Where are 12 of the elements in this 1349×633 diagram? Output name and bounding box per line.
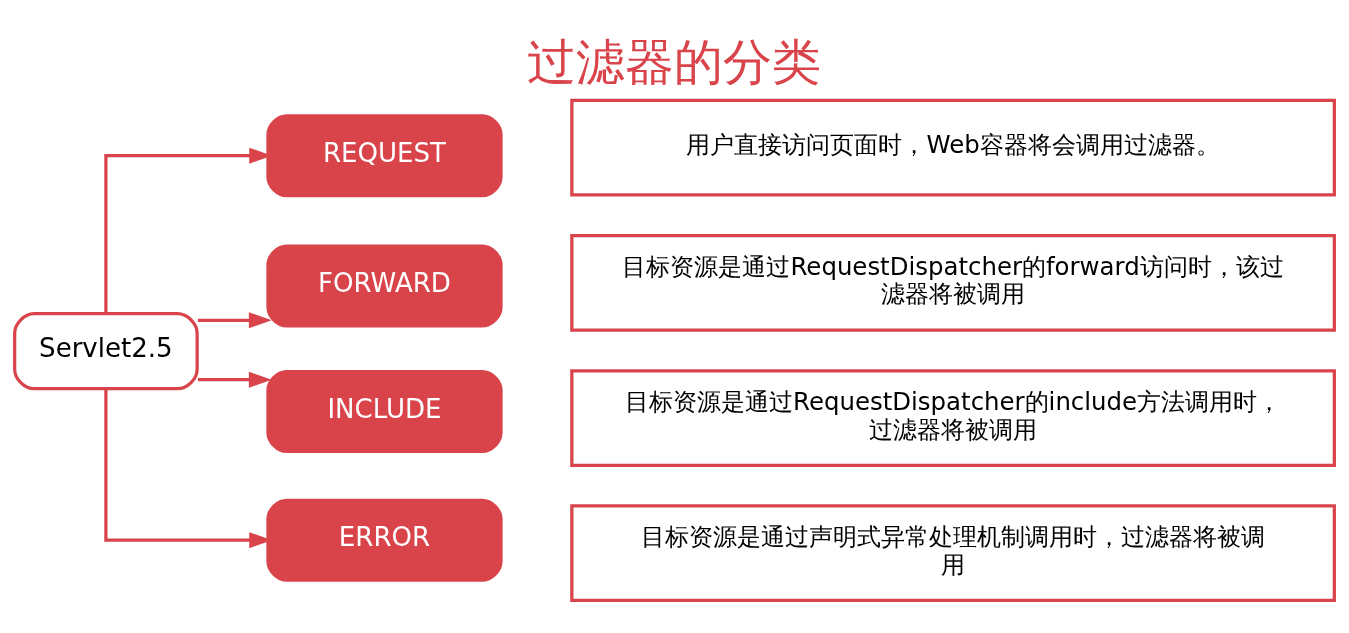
node-box: ERROR [266, 498, 503, 582]
arrow [197, 311, 272, 328]
node-box: 目标资源是通过RequestDispatcher的forward访问时，该过滤器将被调用 [570, 233, 1336, 332]
node-box: REQUEST [266, 113, 503, 197]
node-box: 目标资源是通过声明式异常处理机制调用时，过滤器将被调用 [570, 503, 1336, 602]
node-box: Servlet2.5 [13, 311, 199, 390]
node-box: INCLUDE [266, 369, 503, 453]
node-box: FORWARD [266, 244, 503, 328]
node-box: 用户直接访问页面时，Web容器将会调用过滤器。 [570, 98, 1336, 196]
node-box: 目标资源是通过RequestDispatcher的include方法调用时，过滤器将被调用 [570, 368, 1336, 467]
arrow [197, 371, 272, 388]
diagram-title: 过滤器的分类 [527, 33, 822, 91]
